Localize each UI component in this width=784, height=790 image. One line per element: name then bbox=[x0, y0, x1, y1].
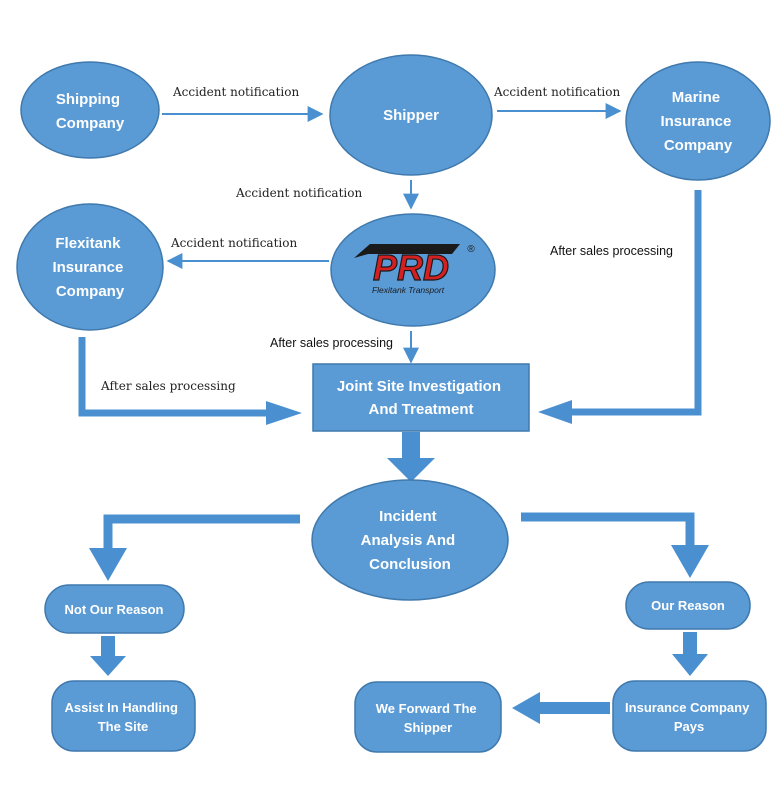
node-shipper-line-1: Shipper bbox=[383, 107, 439, 124]
node-flexitank-insurance-line-1: Flexitank bbox=[55, 235, 121, 252]
node-incident-analysis: Incident Analysis And Conclusion bbox=[311, 479, 509, 601]
svg-text:Our Reason: Our Reason bbox=[651, 598, 725, 613]
node-insurance-pays-line-2: Pays bbox=[674, 719, 704, 734]
svg-text:Incident Analysis And: Incident Analysis And Conclusion bbox=[361, 508, 460, 573]
node-prd-logo: PRD ® Flexitank Transport bbox=[330, 213, 496, 327]
node-our-reason-label: Our Reason bbox=[651, 598, 725, 613]
edge-shipping-to-shipper: Accident notification bbox=[162, 85, 324, 122]
node-forward-shipper-line-1: We Forward The bbox=[376, 701, 477, 716]
node-flexitank-insurance-line-3: Company bbox=[56, 283, 125, 300]
svg-text:Not Our Reason: Not Our Reason bbox=[65, 602, 164, 617]
node-joint-site-line-1: Joint Site Investigation bbox=[337, 378, 501, 395]
node-marine-insurance-line-3: Company bbox=[664, 137, 733, 154]
svg-text:Joint Site Investigation: Joint Site Investigation And Treatment bbox=[337, 378, 505, 418]
node-joint-site-line-2: And Treatment bbox=[368, 401, 473, 418]
edge-marine-to-joint: After sales processing bbox=[538, 190, 702, 424]
node-not-our-reason-label: Not Our Reason bbox=[65, 602, 164, 617]
node-joint-site-investigation: Joint Site Investigation And Treatment bbox=[312, 363, 530, 432]
node-not-our-reason: Not Our Reason bbox=[44, 584, 185, 634]
edge-shipper-to-marine: Accident notification bbox=[493, 85, 622, 119]
node-our-reason: Our Reason bbox=[625, 581, 751, 630]
svg-text:Insurance Company Pays: Insurance Company Pays bbox=[625, 700, 753, 734]
node-incident-analysis-line-2: Analysis And bbox=[361, 532, 455, 549]
node-shipping-company-line-2: Company bbox=[56, 115, 125, 132]
edge-label-prd-to-joint: After sales processing bbox=[270, 336, 393, 350]
edge-pays-to-forward bbox=[512, 692, 610, 724]
svg-text:Marine Insurance C: Marine Insurance Company bbox=[660, 89, 735, 154]
svg-text:Shipping Company: Shipping Company bbox=[56, 91, 125, 132]
edge-prd-to-joint: After sales processing bbox=[270, 331, 419, 364]
edge-shipper-to-prd: Accident notification bbox=[235, 180, 419, 210]
edge-label-prd-to-flexitank: Accident notification bbox=[170, 236, 297, 250]
svg-text:Shipper: Shipper bbox=[383, 107, 439, 124]
edge-not-our-reason-to-assist bbox=[90, 636, 126, 676]
edge-label-shipping-to-shipper: Accident notification bbox=[172, 85, 299, 99]
edge-flexitank-to-joint: After sales processing bbox=[78, 337, 302, 425]
prd-logo-tagline: Flexitank Transport bbox=[372, 285, 445, 295]
edge-label-marine-to-joint: After sales processing bbox=[550, 244, 673, 258]
svg-text:Assist In Handling The S: Assist In Handling The Site bbox=[64, 700, 181, 734]
svg-text:We Forward The Shipper: We Forward The Shipper bbox=[376, 701, 481, 735]
prd-logo-brand: PRD bbox=[373, 247, 449, 288]
node-marine-insurance: Marine Insurance Company bbox=[625, 61, 771, 181]
edge-prd-to-flexitank: Accident notification bbox=[166, 236, 329, 269]
edge-incident-to-our-reason bbox=[521, 512, 709, 578]
prd-logo-mark: ® bbox=[467, 244, 475, 255]
node-incident-analysis-line-1: Incident bbox=[379, 508, 437, 525]
node-incident-analysis-line-3: Conclusion bbox=[369, 556, 451, 573]
edge-label-flexitank-to-joint: After sales processing bbox=[100, 379, 236, 393]
node-flexitank-insurance: Flexitank Insurance Company bbox=[16, 203, 164, 331]
node-flexitank-insurance-line-2: Insurance bbox=[52, 259, 123, 276]
node-insurance-company-pays: Insurance Company Pays bbox=[612, 680, 767, 752]
edge-label-shipper-to-prd: Accident notification bbox=[235, 186, 362, 200]
node-insurance-pays-line-1: Insurance Company bbox=[625, 700, 750, 715]
node-we-forward-shipper: We Forward The Shipper bbox=[354, 681, 502, 753]
svg-text:Flexitank Insurance: Flexitank Insurance Company bbox=[52, 235, 127, 300]
node-assist-handling: Assist In Handling The Site bbox=[51, 680, 196, 752]
node-shipping-company-line-1: Shipping bbox=[56, 91, 120, 108]
edge-incident-to-not-our-reason bbox=[89, 514, 300, 581]
node-shipping-company: Shipping Company bbox=[20, 61, 160, 159]
edge-joint-to-incident bbox=[387, 432, 435, 482]
node-shipper: Shipper bbox=[329, 54, 493, 176]
prd-logo: PRD ® Flexitank Transport bbox=[354, 244, 475, 295]
node-forward-shipper-line-2: Shipper bbox=[404, 720, 452, 735]
node-marine-insurance-line-1: Marine bbox=[672, 89, 720, 106]
node-marine-insurance-line-2: Insurance bbox=[660, 113, 731, 130]
node-assist-handling-line-1: Assist In Handling bbox=[64, 700, 177, 715]
edge-our-reason-to-pays bbox=[672, 632, 708, 676]
edge-label-shipper-to-marine: Accident notification bbox=[493, 85, 620, 99]
node-assist-handling-line-2: The Site bbox=[98, 719, 149, 734]
